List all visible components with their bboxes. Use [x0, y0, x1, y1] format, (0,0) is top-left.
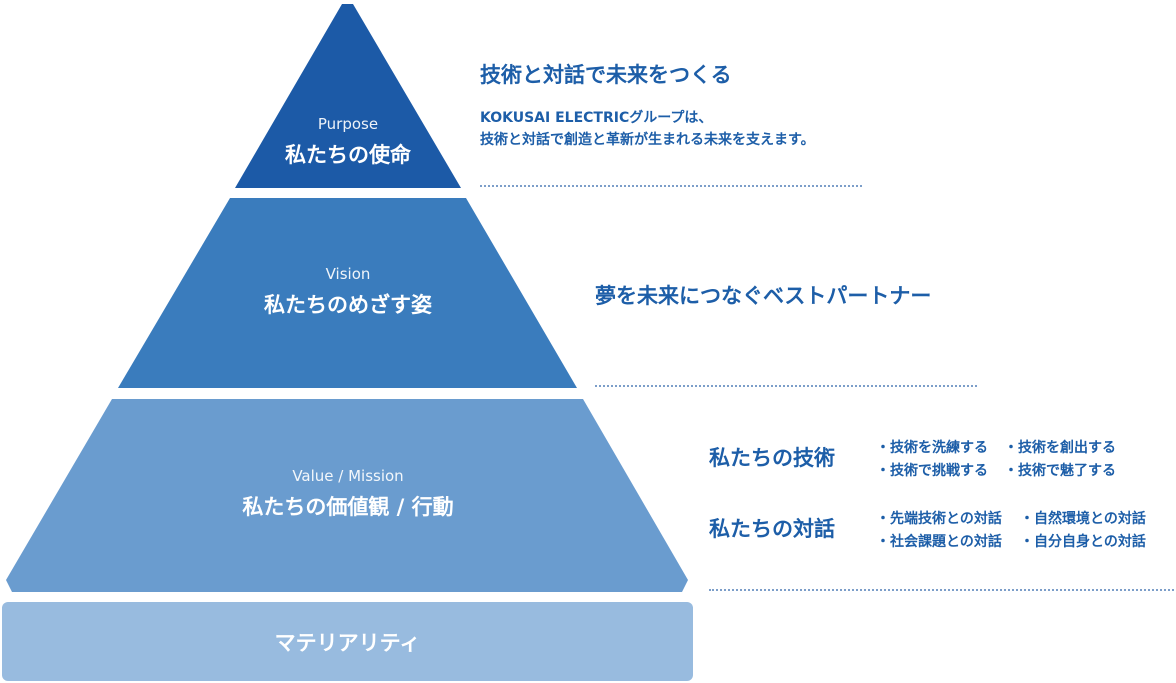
purpose-desc-line2: 技術と対話で創造と革新が生まれる未来を支えます。: [480, 132, 815, 148]
value-title: 私たちの価値観 / 行動: [242, 495, 454, 519]
value-sub: Value / Mission: [292, 467, 404, 485]
dialogue-bullet-1: ・先端技術との対話: [876, 511, 1002, 527]
purpose-tier: [235, 4, 461, 188]
dialogue-bullet-3: ・社会課題との対話: [876, 534, 1002, 550]
tech-bullets: ・技術を洗練する・技術を創出する ・技術で挑戦する・技術で魅了する: [876, 437, 1116, 483]
tech-heading: 私たちの技術: [709, 446, 835, 470]
purpose-heading: 技術と対話で未来をつくる: [480, 63, 732, 87]
vision-title: 私たちのめざす姿: [264, 293, 432, 317]
vision-label: Vision 私たちのめざす姿: [198, 265, 498, 319]
dialogue-bullet-4: ・自分自身との対話: [1020, 534, 1146, 550]
dialogue-heading: 私たちの対話: [709, 517, 835, 541]
purpose-label: Purpose 私たちの使命: [248, 115, 448, 169]
vision-heading: 夢を未来につなぐベストパートナー: [595, 284, 932, 308]
purpose-description: KOKUSAI ELECTRICグループは、 技術と対話で創造と革新が生まれる未…: [480, 107, 815, 151]
materiality-title: マテリアリティ: [274, 630, 421, 655]
dialogue-bullet-2: ・自然環境との対話: [1020, 511, 1146, 527]
vision-tier: [118, 198, 577, 388]
dialogue-bullets: ・先端技術との対話 ・自然環境との対話 ・社会課題との対話 ・自分自身との対話: [876, 508, 1146, 554]
value-tier: [6, 399, 688, 592]
vision-sub: Vision: [325, 265, 371, 283]
purpose-desc-line1: KOKUSAI ELECTRICグループは、: [480, 110, 713, 126]
tech-bullet-1: ・技術を洗練する: [876, 440, 988, 456]
materiality-bar: マテリアリティ: [2, 602, 693, 681]
vision-divider: [595, 385, 977, 387]
purpose-sub: Purpose: [317, 115, 379, 133]
value-divider: [709, 589, 1174, 591]
tech-bullet-3: ・技術で挑戦する: [876, 463, 988, 479]
purpose-title: 私たちの使命: [285, 143, 411, 167]
tech-bullet-4: ・技術で魅了する: [1004, 463, 1116, 479]
value-label: Value / Mission 私たちの価値観 / 行動: [148, 467, 548, 521]
tech-bullet-2: ・技術を創出する: [1004, 440, 1116, 456]
purpose-divider: [480, 185, 862, 187]
